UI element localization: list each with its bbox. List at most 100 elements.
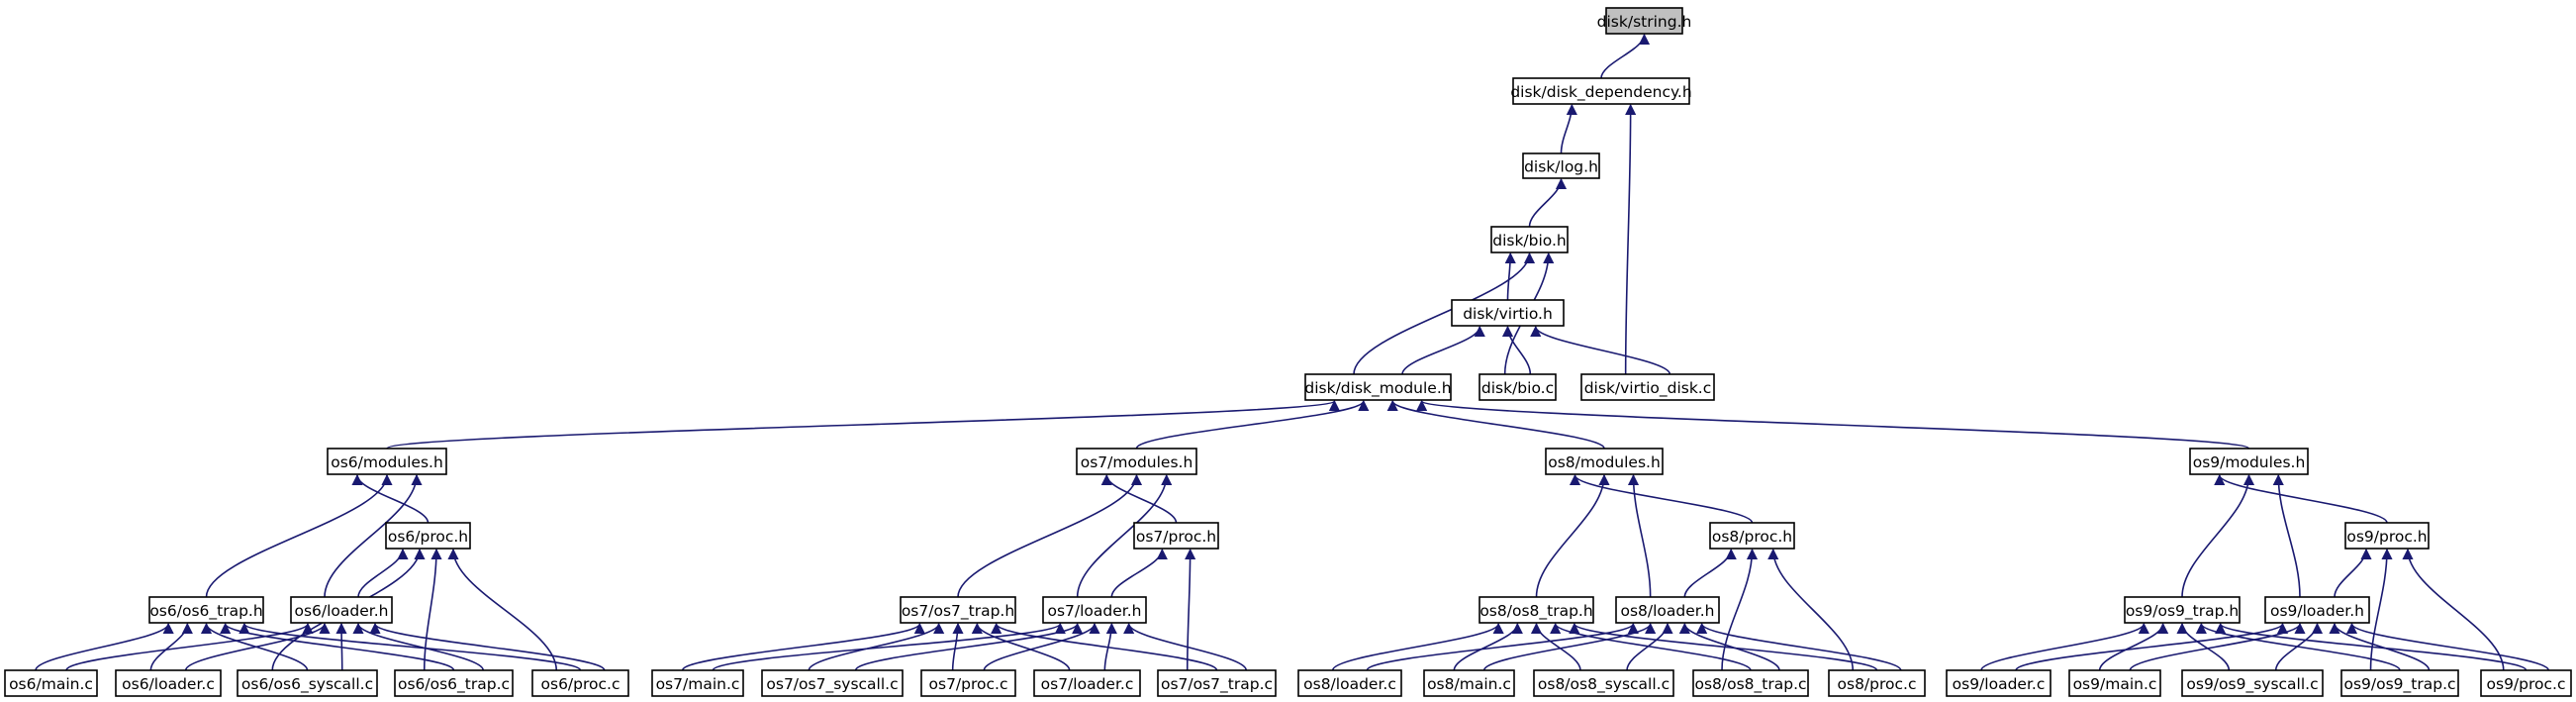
node-os6-loader-h[interactable]: os6/loader.h (290, 596, 393, 624)
node-os9-trap-c[interactable]: os9/os9_trap.c (2340, 669, 2459, 697)
node-disk-module-h[interactable]: disk/disk_module.h (1304, 373, 1452, 401)
node-box (115, 669, 222, 697)
node-label: os6/loader.c (122, 675, 215, 693)
node-string-h[interactable]: disk/string.h (1597, 7, 1692, 35)
edge-disk-module-h-to-bio-h (1353, 251, 1536, 375)
node-label: os9/loader.h (2270, 602, 2364, 620)
node-label: os6/loader.h (294, 602, 388, 620)
node-virtio-disk-c[interactable]: disk/virtio_disk.c (1580, 373, 1715, 401)
node-box (1605, 7, 1683, 35)
node-os7-trap-c[interactable]: os7/os7_trap.c (1157, 669, 1277, 697)
node-os6-proc-h[interactable]: os6/proc.h (385, 522, 471, 550)
node-bio-h[interactable]: disk/bio.h (1490, 226, 1569, 253)
node-os9-loader-c[interactable]: os9/loader.c (1946, 669, 2051, 697)
edge-os9-proc-c-to-os9-trap-h (2215, 622, 2528, 671)
node-label: os6/main.c (9, 675, 93, 693)
node-box (1545, 448, 1664, 475)
node-os9-trap-h[interactable]: os9/os9_trap.h (2124, 596, 2241, 624)
edge-os7-main-c-to-os7-loader-h (712, 622, 1066, 671)
node-box (1157, 669, 1277, 697)
edge-os6-main-c-to-os6-loader-h (65, 622, 314, 671)
node-os6-proc-c[interactable]: os6/proc.c (531, 669, 629, 697)
edge-os9-trap-c-to-os9-proc-h (2369, 548, 2393, 671)
node-os6-loader-c[interactable]: os6/loader.c (115, 669, 222, 697)
node-box (1133, 522, 1219, 550)
edge-os7-syscall-c-to-os7-trap-h (808, 622, 945, 671)
node-os8-main-c[interactable]: os8/main.c (1423, 669, 1515, 697)
node-box (1946, 669, 2051, 697)
edge-os7-syscall-c-to-os7-loader-h (854, 622, 1084, 671)
node-virtio-h[interactable]: disk/virtio.h (1451, 299, 1565, 327)
node-bio-c[interactable]: disk/bio.c (1479, 373, 1557, 401)
node-label: os6/os6_trap.h (149, 602, 262, 621)
node-os9-loader-h[interactable]: os9/loader.h (2264, 596, 2370, 624)
edge-os6-trap-c-to-os6-trap-h (220, 622, 455, 671)
node-label: os7/proc.h (1136, 528, 1216, 546)
node-label: os9/proc.c (2487, 675, 2566, 693)
edge-os8-trap-h-to-os8-modules-h (1535, 473, 1610, 598)
edge-disk-dependency-h-to-string-h (1600, 33, 1651, 79)
node-label: disk/log.h (1524, 158, 1598, 176)
edge-os7-loader-h-to-os7-proc-h (1110, 548, 1168, 598)
node-os7-proc-c[interactable]: os7/proc.c (920, 669, 1016, 697)
node-os7-modules-h[interactable]: os7/modules.h (1076, 448, 1197, 475)
node-os7-loader-c[interactable]: os7/loader.c (1033, 669, 1141, 697)
edge-os9-loader-c-to-os9-loader-h (2015, 622, 2288, 671)
edge-os8-loader-h-to-os8-proc-h (1683, 548, 1737, 598)
edge-os8-modules-h-to-disk-module-h (1386, 399, 1605, 450)
node-box (900, 596, 1016, 624)
node-os6-syscall-c[interactable]: os6/os6_syscall.c (237, 669, 378, 697)
node-os8-modules-h[interactable]: os8/modules.h (1545, 448, 1664, 475)
node-os9-modules-h[interactable]: os9/modules.h (2189, 448, 2309, 475)
node-os8-loader-c[interactable]: os8/loader.c (1297, 669, 1402, 697)
node-box (2181, 669, 2324, 697)
edge-os8-trap-c-to-os8-loader-h (1678, 622, 1780, 671)
node-os7-main-c[interactable]: os7/main.c (651, 669, 744, 697)
node-os8-trap-c[interactable]: os8/os8_trap.c (1692, 669, 1809, 697)
node-log-h[interactable]: disk/log.h (1522, 152, 1600, 179)
node-label: os9/os9_trap.h (2126, 602, 2239, 621)
node-os8-syscall-c[interactable]: os8/os8_syscall.c (1533, 669, 1674, 697)
node-label: os8/os8_syscall.c (1538, 675, 1670, 694)
node-box (2480, 669, 2572, 697)
edge-os7-main-c-to-os7-trap-h (681, 622, 925, 671)
edge-os8-loader-c-to-os8-trap-h (1331, 622, 1504, 671)
edge-os6-syscall-c-to-os6-loader-h (335, 622, 347, 671)
node-box (1479, 596, 1594, 624)
node-os6-trap-h[interactable]: os6/os6_trap.h (148, 596, 264, 624)
node-os7-proc-h[interactable]: os7/proc.h (1133, 522, 1219, 550)
node-label: disk/disk_dependency.h (1510, 83, 1691, 102)
edge-os7-loader-c-to-os7-trap-h (971, 622, 1071, 671)
node-os6-trap-c[interactable]: os6/os6_trap.c (394, 669, 514, 697)
edge-os7-trap-h-to-os7-modules-h (957, 473, 1143, 598)
edge-os6-trap-c-to-os6-loader-h (352, 622, 485, 671)
node-os8-loader-h[interactable]: os8/loader.h (1615, 596, 1720, 624)
node-label: os6/proc.h (388, 528, 468, 546)
node-label: os9/loader.c (1953, 675, 2046, 693)
node-os8-proc-h[interactable]: os8/proc.h (1709, 522, 1795, 550)
node-label: disk/virtio.h (1463, 305, 1553, 323)
node-label: disk/bio.h (1492, 232, 1567, 250)
edge-os9-proc-h-to-os9-modules-h (2214, 473, 2388, 524)
node-os9-proc-c[interactable]: os9/proc.c (2480, 669, 2572, 697)
edge-os9-trap-h-to-os9-modules-h (2181, 473, 2255, 598)
node-disk-dependency-h[interactable]: disk/disk_dependency.h (1510, 77, 1692, 105)
node-box (1580, 373, 1715, 401)
node-os7-syscall-c[interactable]: os7/os7_syscall.c (761, 669, 904, 697)
node-os9-syscall-c[interactable]: os9/os9_syscall.c (2181, 669, 2324, 697)
node-label: os7/os7_trap.h (902, 602, 1014, 621)
node-os7-loader-h[interactable]: os7/loader.h (1042, 596, 1147, 624)
edge-os9-proc-c-to-os9-loader-h (2346, 622, 2550, 671)
node-os9-main-c[interactable]: os9/main.c (2068, 669, 2161, 697)
edge-os6-loader-h-to-os6-modules-h (324, 473, 423, 598)
node-os9-proc-h[interactable]: os9/proc.h (2344, 522, 2430, 550)
edge-os8-proc-c-to-os8-proc-h (1767, 548, 1855, 671)
node-os7-trap-h[interactable]: os7/os7_trap.h (900, 596, 1016, 624)
node-box (1490, 226, 1569, 253)
node-os8-proc-c[interactable]: os8/proc.c (1828, 669, 1926, 697)
node-os6-main-c[interactable]: os6/main.c (4, 669, 98, 697)
node-os8-trap-h[interactable]: os8/os8_trap.h (1479, 596, 1594, 624)
node-os6-modules-h[interactable]: os6/modules.h (327, 448, 447, 475)
node-box (531, 669, 629, 697)
node-label: os8/os8_trap.h (1479, 602, 1592, 621)
